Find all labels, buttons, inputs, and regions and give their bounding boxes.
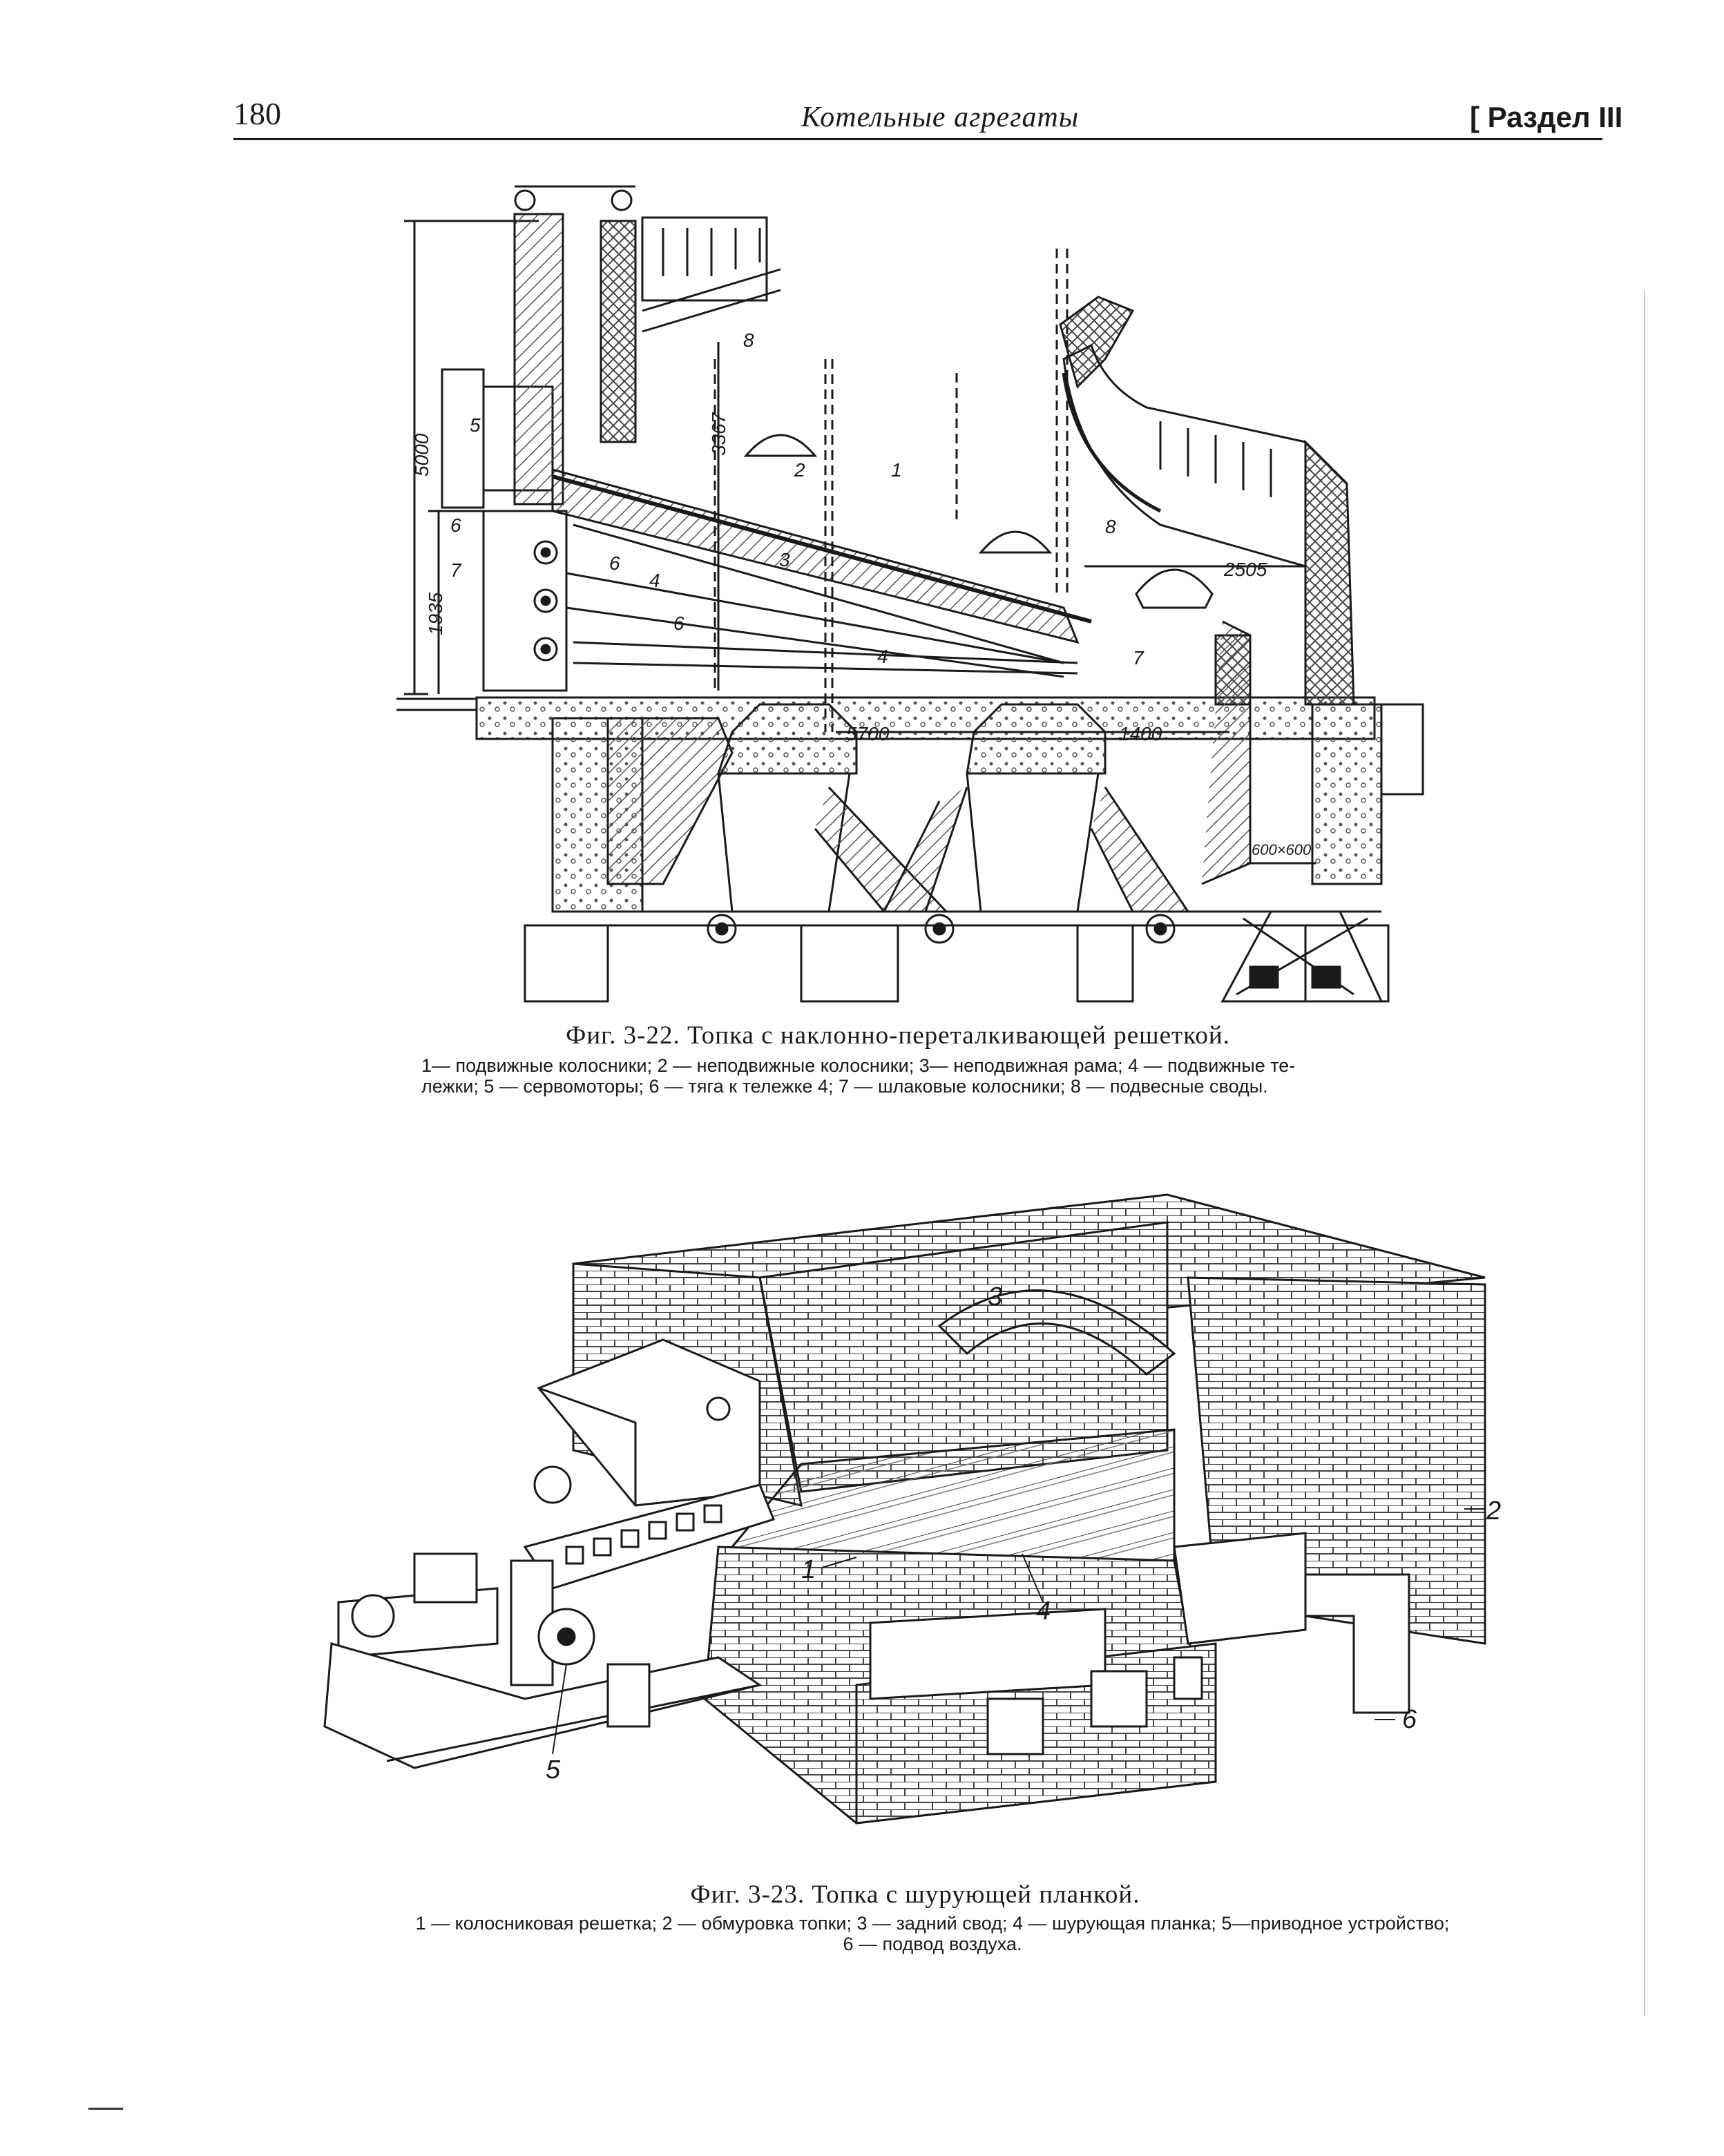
- callout-4a: 4: [649, 570, 660, 591]
- figure-3-23-drawing: 1 2 3 4 5 6: [323, 1193, 1501, 1825]
- margin-mark: [88, 2108, 123, 2110]
- callout-1: 1: [801, 1555, 816, 1584]
- callout-3: 3: [779, 549, 790, 570]
- dim-3367: 3367: [708, 412, 729, 456]
- callout-7b: 7: [1133, 647, 1144, 668]
- figure-3-22-drawing: 5000 3367 1935 5700 1400 2505 600×600 1 …: [396, 185, 1424, 1003]
- callout-6c: 6: [673, 613, 684, 634]
- dim-1935: 1935: [425, 592, 446, 635]
- callout-6: 6: [1402, 1705, 1417, 1734]
- callout-2: 2: [794, 459, 805, 481]
- figure-3-22-legend-line-2: лежки; 5 — сервомоторы; 6 — тяга к тележ…: [421, 1076, 1268, 1097]
- dim-2505: 2505: [1223, 559, 1267, 580]
- figure-3-23-legend-line-2: 6 — подвод воздуха.: [843, 1934, 1022, 1954]
- callout-4b: 4: [877, 646, 888, 667]
- figure-3-23-legend-line-1: 1 — колосниковая решетка; 2 — обмуровка …: [415, 1913, 1450, 1934]
- figure-3-22-caption: Фиг. 3-22. Топка с наклонно-переталкиваю…: [566, 1021, 1230, 1050]
- running-title: Котельные агрегаты: [801, 102, 1080, 133]
- figure-3-22-legend: 1— подвижные колосники; 2 — неподвижные …: [421, 1055, 1416, 1097]
- page-number: 180: [233, 96, 281, 131]
- section-label: [ Раздел III: [1470, 101, 1623, 133]
- callout-8a: 8: [743, 329, 754, 351]
- dim-5000: 5000: [411, 433, 432, 477]
- callout-4: 4: [1036, 1597, 1051, 1626]
- callout-5: 5: [546, 1755, 561, 1784]
- callout-8b: 8: [1105, 516, 1116, 537]
- figure-3-23-caption: Фиг. 3-23. Топка с шурующей планкой.: [690, 1880, 1140, 1909]
- figure-3-22-legend-line-1: 1— подвижные колосники; 2 — неподвижные …: [421, 1055, 1296, 1076]
- scan-edge-line: [1644, 290, 1645, 2017]
- callout-2: 2: [1486, 1496, 1501, 1525]
- callout-1: 1: [891, 459, 902, 481]
- callout-6a: 6: [450, 514, 461, 536]
- figure-3-23-legend: 1 — колосниковая решетка; 2 — обмуровка …: [387, 1913, 1478, 1954]
- header-rule: [233, 138, 1602, 140]
- dim-5700: 5700: [846, 723, 890, 744]
- dim-1400: 1400: [1119, 723, 1162, 744]
- dim-600x600: 600×600: [1252, 841, 1312, 858]
- callout-7a: 7: [450, 559, 462, 581]
- callout-3: 3: [988, 1282, 1002, 1311]
- callout-6b: 6: [609, 552, 620, 574]
- callout-5: 5: [470, 414, 481, 436]
